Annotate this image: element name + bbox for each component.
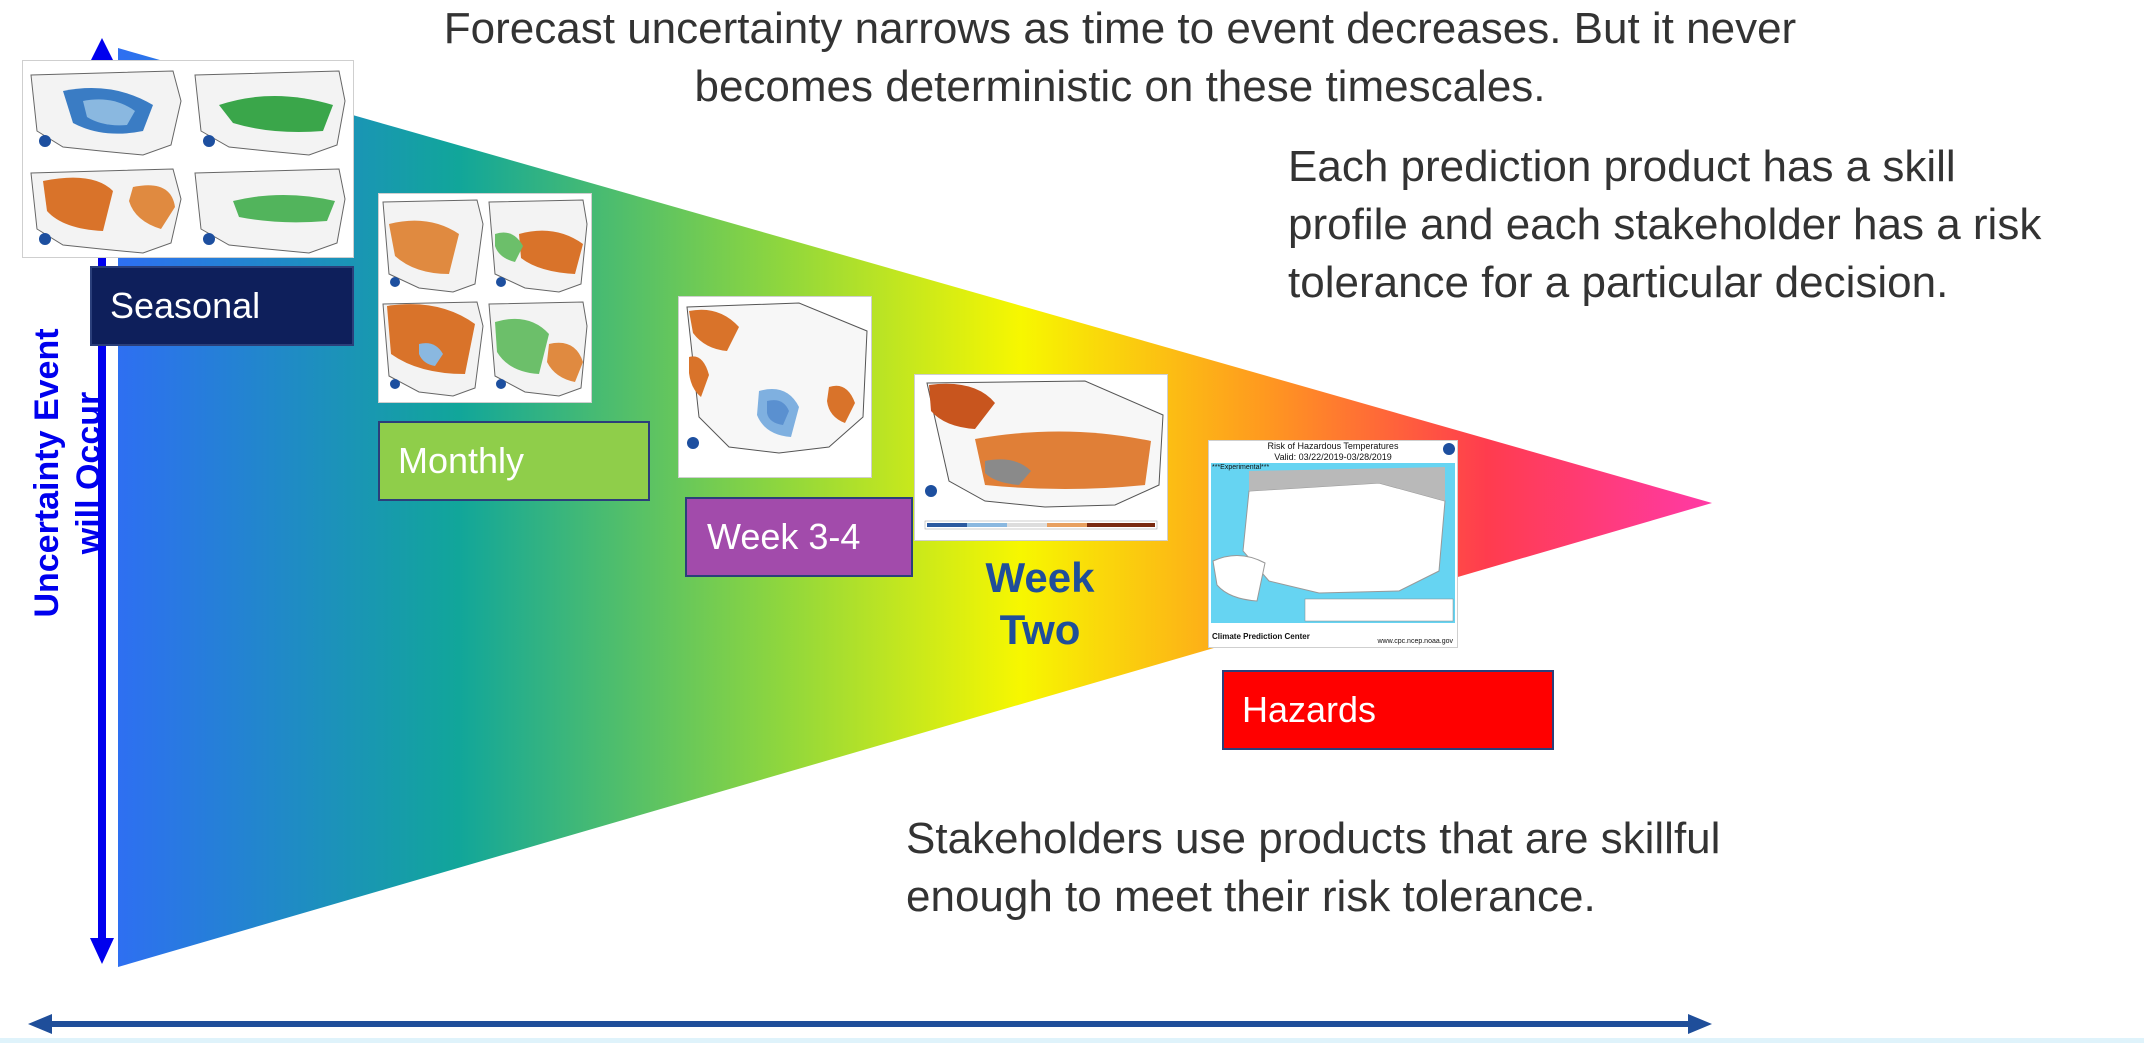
week-3-4-label: Week 3-4 <box>685 497 913 577</box>
hazards-map-title-text: Risk of Hazardous Temperatures <box>1267 441 1399 451</box>
week-two-outlook-map <box>914 374 1168 541</box>
title-text: Forecast uncertainty narrows as time to … <box>330 0 1910 116</box>
profile-line-1: Each prediction product has a skill <box>1288 142 1956 191</box>
stakeholder-line-1: Stakeholders use products that are skill… <box>906 814 1721 863</box>
seasonal-label: Seasonal <box>90 266 354 346</box>
week-3-4-outlook-map <box>678 296 872 478</box>
hazards-map-url: www.cpc.ncep.noaa.gov <box>1377 638 1454 645</box>
hazards-map-valid: Valid: 03/22/2019-03/28/2019 <box>1274 452 1392 462</box>
bottom-band <box>0 1038 2144 1043</box>
week-two-line-1: Week <box>985 554 1095 601</box>
vertical-axis-arrowhead-bottom <box>90 938 114 964</box>
hazards-map-flag: ***Experimental*** <box>1212 464 1270 471</box>
title-line-2: becomes deterministic on these timescale… <box>694 62 1546 111</box>
profile-line-3: tolerance for a particular decision. <box>1288 258 1949 307</box>
monthly-label: Monthly <box>378 421 650 501</box>
vertical-axis-arrowhead-top <box>90 38 114 62</box>
title-line-1: Forecast uncertainty narrows as time to … <box>443 4 1797 53</box>
week-two-line-2: Two <box>999 606 1081 653</box>
skill-profile-note: Each prediction product has a skill profi… <box>1288 138 2108 312</box>
stakeholder-note: Stakeholders use products that are skill… <box>906 810 1806 926</box>
monthly-outlook-maps <box>378 193 592 403</box>
vertical-axis-line-2: will Occur <box>70 391 108 555</box>
vertical-axis-line-1: Uncertainty Event <box>28 328 66 618</box>
time-arrowhead-right <box>1688 1014 1712 1034</box>
hazards-label: Hazards <box>1222 670 1554 750</box>
seasonal-outlook-maps <box>22 60 354 258</box>
time-arrowhead-left <box>28 1014 52 1034</box>
stakeholder-line-2: enough to meet their risk tolerance. <box>906 872 1596 921</box>
profile-line-2: profile and each stakeholder has a risk <box>1288 200 2042 249</box>
hazards-map-footer: Climate Prediction Center <box>1212 632 1310 641</box>
